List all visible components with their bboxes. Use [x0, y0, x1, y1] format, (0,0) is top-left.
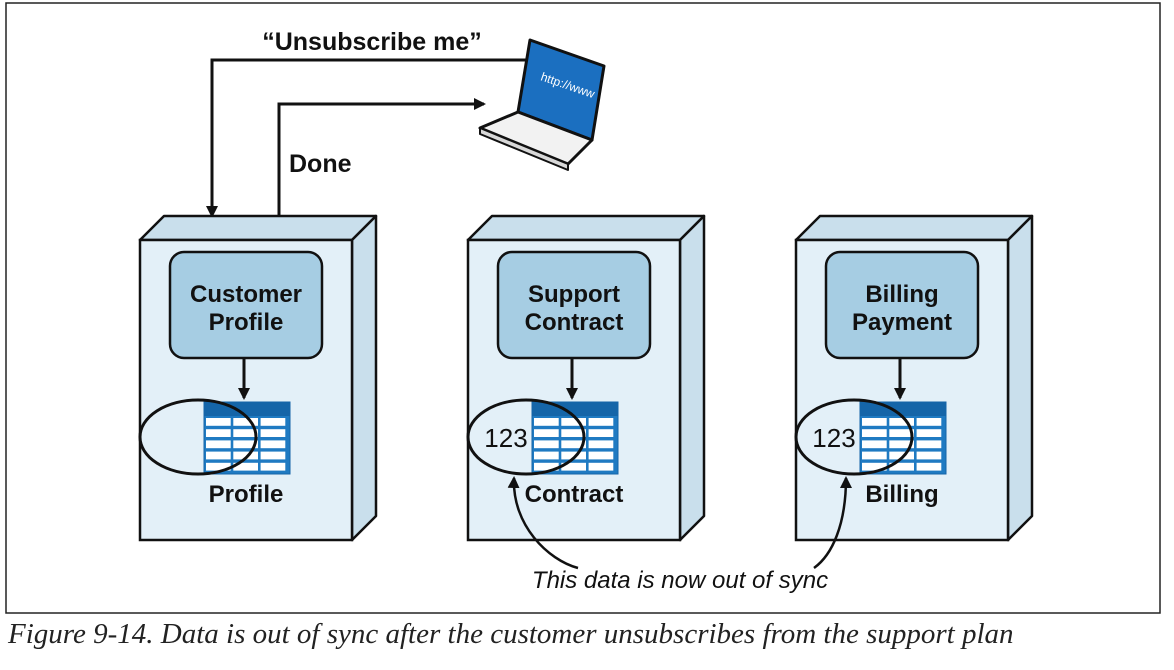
table-cell [561, 429, 586, 437]
service-name-line1: Support [528, 281, 620, 308]
table-header [532, 402, 618, 416]
table-cell [916, 451, 942, 460]
table-cell [916, 418, 942, 426]
sync-arrow-billing [813, 476, 852, 570]
table-cell [206, 462, 231, 471]
table-cell [588, 451, 614, 460]
response-label: Done [289, 150, 352, 178]
table-cell [260, 462, 286, 471]
table-cell [206, 429, 231, 437]
table-icon [531, 401, 619, 475]
table-cell [889, 451, 914, 460]
figure-caption: Figure 9-14. Data is out of sync after t… [8, 618, 1014, 650]
table-cell [916, 462, 942, 471]
table-cell [260, 418, 286, 426]
box-side-face [678, 214, 706, 542]
table-cell [862, 429, 887, 437]
table-cell [561, 418, 586, 426]
service-name-line2: Payment [852, 309, 952, 336]
table-cell [260, 429, 286, 437]
box-side-face [1006, 214, 1034, 542]
table-cell [588, 462, 614, 471]
response-arrow [277, 98, 486, 224]
table-cell [260, 451, 286, 460]
service-name-line1: Customer [190, 281, 302, 308]
table-cell [534, 451, 559, 460]
table-cell [534, 462, 559, 471]
data-value: 123 [484, 423, 527, 453]
service-boxes: CustomerProfileProfileSupportContract123… [138, 214, 1034, 542]
table-cell [233, 429, 258, 437]
box-top-face [466, 214, 706, 242]
request-arrow [206, 58, 528, 218]
service-name-line2: Profile [209, 309, 284, 336]
service-node [824, 250, 980, 360]
box-top-face [794, 214, 1034, 242]
table-header [860, 402, 946, 416]
table-cell [588, 440, 614, 449]
table-cell [916, 440, 942, 449]
service-name-line2: Contract [525, 309, 624, 336]
table-cell [561, 462, 586, 471]
service-node [496, 250, 652, 360]
table-cell [233, 418, 258, 426]
box-side-face [350, 214, 378, 542]
highlight-ellipse [138, 398, 258, 476]
database-label: Billing [865, 481, 938, 508]
table-header [204, 402, 290, 416]
out-of-sync-note: This data is now out of sync [532, 567, 828, 594]
data-value: 123 [812, 423, 855, 453]
sync-arrow-contract [507, 476, 579, 570]
table-cell [260, 440, 286, 449]
highlight-ellipse [794, 398, 914, 476]
laptop-icon: http://www [478, 38, 606, 171]
table-cell [862, 451, 887, 460]
table-icon [859, 401, 947, 475]
table-cell [889, 462, 914, 471]
service-name-line1: Billing [865, 281, 938, 308]
table-cell [206, 418, 231, 426]
table-cell [862, 418, 887, 426]
table-cell [889, 440, 914, 449]
table-cell [534, 429, 559, 437]
highlight-ellipse [466, 398, 586, 476]
table-cell [233, 462, 258, 471]
table-cell [534, 418, 559, 426]
table-cell [588, 429, 614, 437]
table-cell [206, 451, 231, 460]
table-cell [862, 462, 887, 471]
table-cell [889, 418, 914, 426]
table-cell [233, 451, 258, 460]
table-cell [889, 429, 914, 437]
table-cell [561, 451, 586, 460]
service-node [168, 250, 324, 360]
table-cell [534, 440, 559, 449]
table-cell [233, 440, 258, 449]
table-cell [862, 440, 887, 449]
box-top-face [138, 214, 378, 242]
request-label: “Unsubscribe me” [262, 28, 482, 56]
table-cell [206, 440, 231, 449]
table-cell [561, 440, 586, 449]
table-cell [588, 418, 614, 426]
table-cell [916, 429, 942, 437]
database-label: Profile [209, 481, 284, 508]
table-icon [203, 401, 291, 475]
database-label: Contract [525, 481, 624, 508]
